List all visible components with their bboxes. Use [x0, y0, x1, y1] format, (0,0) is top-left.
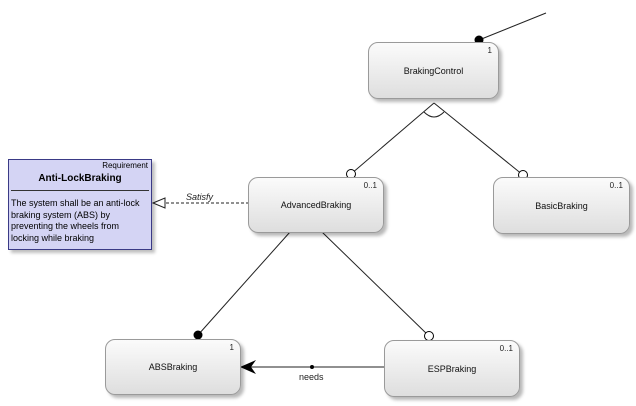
- link-braking-advanced: [350, 102, 435, 175]
- multiplicity-label: 1: [487, 46, 492, 55]
- requirement-title: Anti-LockBraking: [38, 173, 122, 184]
- needs-midpoint-dot: [310, 365, 314, 369]
- feature-name: ABSBraking: [148, 362, 198, 372]
- needs-label: needs: [299, 372, 324, 382]
- feature-name: BrakingControl: [403, 65, 464, 76]
- link-advanced-esp: [321, 231, 430, 337]
- multiplicity-label: 0..1: [499, 344, 513, 353]
- feature-name: AdvancedBraking: [280, 200, 352, 210]
- feature-name: ESPBraking: [427, 363, 477, 374]
- link-braking-basic: [433, 102, 524, 176]
- requirement-text: The system shall be an anti-lock braking…: [11, 198, 140, 243]
- mandatory-marker-abs: [193, 330, 203, 340]
- requirement-stereotype: Requirement: [102, 161, 148, 170]
- requirement-divider: [11, 190, 149, 191]
- requirement-box[interactable]: Requirement Anti-LockBraking The system …: [8, 159, 152, 250]
- feature-advanced-braking[interactable]: 0..1 AdvancedBraking: [248, 177, 384, 233]
- link-advanced-abs: [197, 231, 291, 336]
- needs-arrowhead: [240, 360, 256, 374]
- feature-braking-control[interactable]: 1 BrakingControl: [368, 42, 499, 99]
- feature-basic-braking[interactable]: 0..1 BasicBraking: [493, 177, 630, 234]
- multiplicity-label: 0..1: [609, 181, 623, 190]
- multiplicity-label: 1: [229, 343, 234, 352]
- feature-abs-braking[interactable]: 1 ABSBraking: [105, 339, 241, 395]
- alternative-group-arc: [423, 111, 445, 118]
- multiplicity-label: 0..1: [363, 181, 377, 190]
- satisfy-arrowhead: [151, 197, 166, 209]
- parent-link-line: [478, 12, 547, 41]
- feature-esp-braking[interactable]: 0..1 ESPBraking: [384, 340, 520, 397]
- satisfy-label: Satisfy: [186, 192, 214, 202]
- feature-name: BasicBraking: [535, 200, 588, 211]
